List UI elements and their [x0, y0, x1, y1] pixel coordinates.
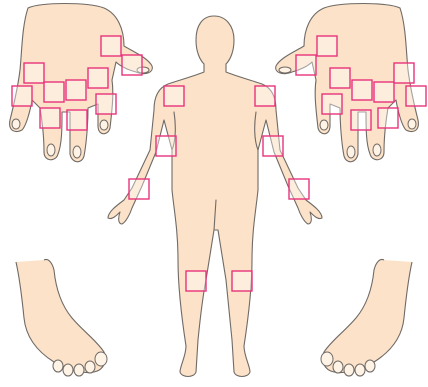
joint-marker-right-shoulder[interactable]: [164, 86, 184, 106]
joint-marker-right-knee[interactable]: [186, 271, 206, 291]
joint-marker-left-dip-3[interactable]: [67, 110, 87, 130]
joint-marker-right-dip-3[interactable]: [351, 110, 371, 130]
joint-marker-right-pip-4[interactable]: [374, 82, 394, 102]
joint-marker-right-wrist[interactable]: [129, 179, 149, 199]
joint-marker-left-dip-2[interactable]: [96, 94, 116, 114]
joint-marker-left-knee[interactable]: [232, 271, 252, 291]
joint-marker-right-elbow[interactable]: [156, 136, 176, 156]
joint-marker-left-elbow[interactable]: [263, 136, 283, 156]
joint-marker-left-mcp-thumb[interactable]: [101, 36, 121, 56]
joint-marker-left-pip-2[interactable]: [88, 68, 108, 88]
joint-marker-left-shoulder[interactable]: [255, 86, 275, 106]
joint-marker-right-mcp-thumb[interactable]: [317, 36, 337, 56]
right-foot: [321, 259, 412, 376]
joint-marker-right-dip-2[interactable]: [322, 94, 342, 114]
joint-marker-left-wrist[interactable]: [289, 179, 309, 199]
joint-marker-left-pip-3[interactable]: [66, 80, 86, 100]
joint-marker-left-dip-4[interactable]: [40, 108, 60, 128]
joint-marker-left-pip-5[interactable]: [24, 63, 44, 83]
joint-marker-right-dip-4[interactable]: [378, 108, 398, 128]
joint-marker-right-pip-3[interactable]: [352, 80, 372, 100]
joint-marker-right-pip-2[interactable]: [330, 68, 350, 88]
left-foot: [16, 259, 107, 376]
joint-marker-left-dip-5[interactable]: [12, 86, 32, 106]
joint-marker-right-ip-thumb[interactable]: [296, 55, 316, 75]
joint-marker-left-ip-thumb[interactable]: [122, 55, 142, 75]
joint-marker-right-pip-5[interactable]: [394, 63, 414, 83]
joint-marker-right-dip-5[interactable]: [406, 86, 426, 106]
joint-marker-left-pip-4[interactable]: [44, 82, 64, 102]
